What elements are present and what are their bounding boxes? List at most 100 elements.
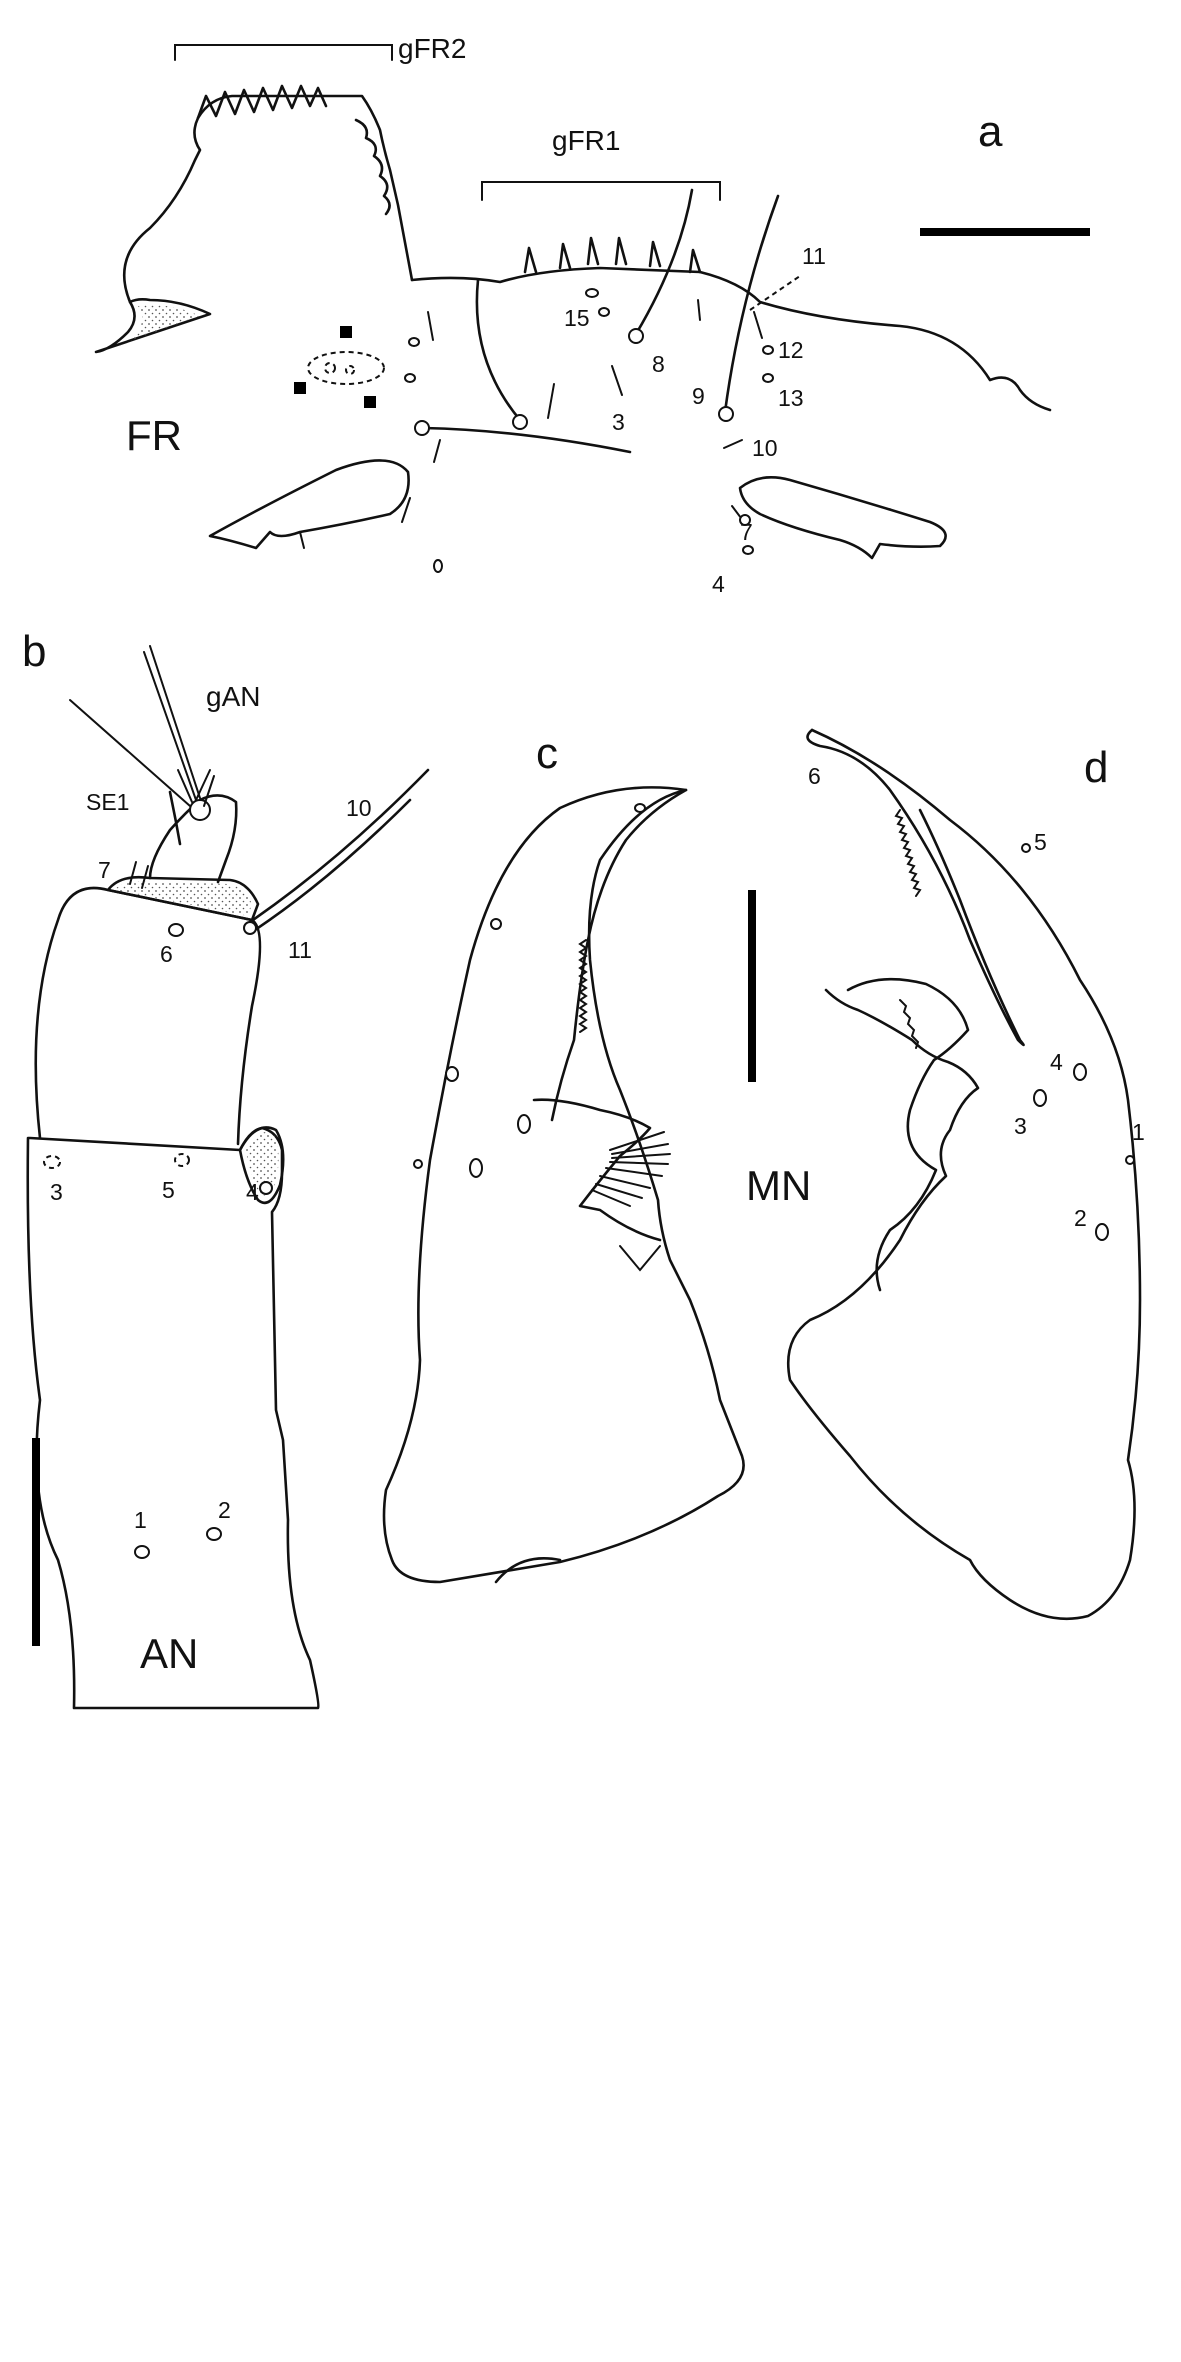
mandible-d-pore-2 bbox=[1095, 1223, 1109, 1241]
se1-label: SE1 bbox=[86, 789, 129, 815]
ocellar-marker-right bbox=[364, 396, 376, 408]
label-an-1: 1 bbox=[134, 1507, 147, 1533]
gan-label: gAN bbox=[206, 681, 260, 712]
pore-a4 bbox=[433, 559, 443, 573]
label-seta-13: 13 bbox=[778, 385, 804, 411]
antenna-pore-5 bbox=[174, 1153, 190, 1167]
label-mn-1: 1 bbox=[1132, 1119, 1145, 1145]
gfr1-teeth bbox=[523, 236, 702, 274]
mandible-c-pore-outer bbox=[490, 918, 502, 930]
label-seta-7: 7 bbox=[740, 519, 753, 545]
antenna-se1-sensillum bbox=[168, 790, 182, 846]
seta-12 bbox=[753, 311, 763, 339]
stemma-1 bbox=[324, 362, 336, 374]
frons-long-seta-8 bbox=[634, 188, 694, 336]
mandible-d-apex bbox=[806, 728, 1025, 1047]
stemma-2 bbox=[345, 365, 355, 375]
antenna-apical-cone bbox=[189, 799, 211, 821]
antenna-basal-segment bbox=[26, 1126, 320, 1710]
label-seta-11: 11 bbox=[802, 243, 826, 269]
label-mn-2: 2 bbox=[1074, 1205, 1087, 1231]
label-mn-4: 4 bbox=[1050, 1049, 1063, 1075]
seta-short-left-a bbox=[427, 311, 434, 341]
pore-4 bbox=[742, 545, 754, 555]
label-an-6: 6 bbox=[160, 941, 173, 967]
stemmata-group bbox=[307, 351, 385, 385]
pore-13 bbox=[762, 373, 774, 383]
mandible-c-brush-setae bbox=[591, 1131, 671, 1207]
label-seta-4: 4 bbox=[712, 571, 725, 597]
pore-15 bbox=[598, 307, 610, 317]
mandible-c-pore-low bbox=[469, 1158, 483, 1178]
label-seta-8: 8 bbox=[652, 351, 665, 377]
label-seta-12: 12 bbox=[778, 337, 804, 363]
mandible-c-pore-mid bbox=[445, 1066, 459, 1082]
mandible-d-pore-4 bbox=[1073, 1063, 1087, 1081]
label-an-2: 2 bbox=[218, 1497, 231, 1523]
gan-seta-2 bbox=[149, 645, 201, 799]
antenna-pore-4 bbox=[259, 1181, 273, 1195]
label-mn-5: 5 bbox=[1034, 829, 1047, 855]
antenna-sensory-appendix bbox=[238, 1126, 285, 1205]
seta-10 bbox=[723, 439, 743, 449]
seta-transverse-socket bbox=[414, 420, 430, 436]
frons-crenulated-teeth bbox=[196, 84, 391, 216]
seta-7-socket bbox=[739, 514, 751, 526]
label-mn-6: 6 bbox=[808, 763, 821, 789]
antenna-second-segment bbox=[34, 886, 262, 1146]
label-an-7: 7 bbox=[98, 857, 111, 883]
mandible-c-serration bbox=[578, 939, 588, 1033]
gfr2-label: gFR2 bbox=[398, 33, 466, 64]
gan-seta-4 bbox=[177, 769, 215, 807]
label-seta-15: 15 bbox=[564, 305, 590, 331]
ocellar-marker-top bbox=[340, 326, 352, 338]
ocellar-marker-left bbox=[294, 382, 306, 394]
label-an-11: 11 bbox=[288, 937, 312, 963]
seta-short-mid bbox=[547, 383, 555, 419]
label-seta-9: 9 bbox=[692, 383, 705, 409]
antenna-seta-7 bbox=[129, 861, 149, 889]
label-an-10: 10 bbox=[346, 795, 372, 821]
leader-11 bbox=[749, 275, 801, 311]
label-seta-10: 10 bbox=[752, 435, 778, 461]
seta-left-sclerite bbox=[401, 497, 411, 523]
label-seta-3: 3 bbox=[612, 409, 625, 435]
antenna-pore-3 bbox=[43, 1155, 61, 1169]
gfr2-bracket bbox=[174, 44, 393, 61]
antenna-seta-11 bbox=[250, 798, 412, 934]
frons-long-seta-9 bbox=[723, 194, 780, 414]
mandible-d-serration bbox=[894, 809, 922, 897]
panel-b-letter: b bbox=[22, 627, 46, 676]
seta-10-11-socket bbox=[243, 921, 257, 935]
frons-long-seta-transverse bbox=[422, 426, 632, 454]
antenna-pore-2 bbox=[206, 1527, 222, 1541]
mandible-d-retinaculum bbox=[846, 977, 970, 1292]
panel-d-mandible: d MN 1 2 3 4 5 6 bbox=[746, 728, 1145, 1621]
antenna-pore-6 bbox=[168, 923, 184, 937]
panel-d-letter: d bbox=[1084, 743, 1108, 792]
seta-short-left-b bbox=[433, 439, 441, 463]
frons-right-sclerite bbox=[738, 476, 947, 560]
seta-9-socket bbox=[718, 406, 734, 422]
seta-left-socket bbox=[512, 414, 528, 430]
mandible-c-outline bbox=[382, 786, 745, 1584]
mandible-d-outline bbox=[786, 728, 1142, 1621]
panel-c-mandible: c bbox=[382, 729, 745, 1584]
mandible-d-ret-serration bbox=[899, 999, 920, 1049]
mandible-c-pore-inner bbox=[517, 1114, 531, 1134]
region-label-mn: MN bbox=[746, 1162, 811, 1209]
antenna-ring-stipple bbox=[114, 881, 252, 916]
panel-a-frons: gFR2 gFR1 bbox=[94, 33, 1090, 597]
panel-b-antenna: b gAN SE1 AN 1 2 3 4 5 6 7 10 11 bbox=[22, 627, 430, 1710]
panel-c-letter: c bbox=[536, 729, 558, 778]
antenna-distal-ring bbox=[106, 875, 260, 922]
gfr1-label: gFR1 bbox=[552, 125, 620, 156]
appendix-stipple bbox=[246, 1132, 279, 1196]
antenna-pore-1 bbox=[134, 1545, 150, 1559]
frons-central-margin bbox=[410, 266, 1052, 412]
gfr1-bracket bbox=[481, 181, 721, 201]
mandible-c-pore-edge bbox=[413, 1159, 423, 1169]
mandible-c-retinaculum bbox=[532, 1098, 662, 1242]
mandible-d-pore-1 bbox=[1125, 1155, 1135, 1165]
